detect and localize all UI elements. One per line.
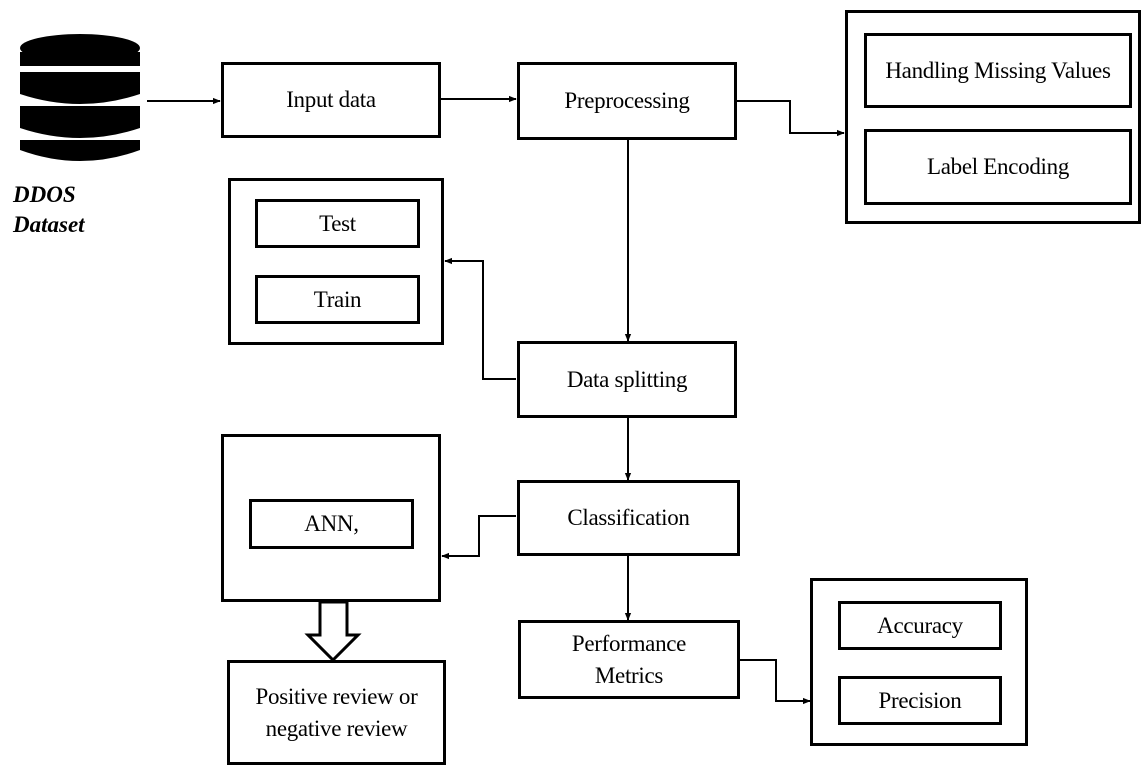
arrow-classification-to-ann [441,515,516,560]
output-label-line1: Positive review or [255,684,418,710]
arrow-splitting-to-testtrain [444,257,516,380]
label-encoding-label: Label Encoding [926,154,1070,180]
input-data-box: Input data [221,62,441,138]
dataset-label: DDOS Dataset [13,180,85,240]
performance-label-line2: Metrics [594,662,664,688]
classification-box: Classification [517,480,740,556]
train-box: Train [255,275,420,324]
dataset-label-line2: Dataset [13,212,85,237]
arrow-metrics-to-results [740,659,811,705]
data-splitting-label: Data splitting [566,366,688,392]
handling-missing-box: Handling Missing Values [864,33,1132,108]
test-label: Test [319,210,356,236]
preprocessing-label: Preprocessing [564,88,690,114]
precision-box: Precision [838,676,1002,725]
accuracy-box: Accuracy [838,601,1002,650]
classification-label: Classification [567,505,690,531]
precision-label: Precision [878,687,962,713]
data-splitting-box: Data splitting [517,341,737,418]
accuracy-label: Accuracy [877,612,963,638]
database-icon [20,34,140,161]
train-label: Train [313,286,362,312]
preprocessing-box: Preprocessing [517,62,737,140]
test-box: Test [255,199,420,248]
hollow-down-arrow [304,600,362,663]
performance-metrics-box: Performance Metrics [518,620,740,699]
ann-label: ANN, [304,511,359,537]
dataset-label-line1: DDOS [13,182,76,207]
input-data-label: Input data [286,87,376,113]
ann-box: ANN, [249,499,414,549]
arrow-preprocessing-to-handling [737,100,845,137]
handling-missing-label: Handling Missing Values [885,57,1111,83]
output-label-line2: negative review [265,715,408,741]
label-encoding-box: Label Encoding [864,129,1132,205]
output-box: Positive review or negative review [227,660,446,765]
performance-label-line1: Performance [571,631,687,657]
